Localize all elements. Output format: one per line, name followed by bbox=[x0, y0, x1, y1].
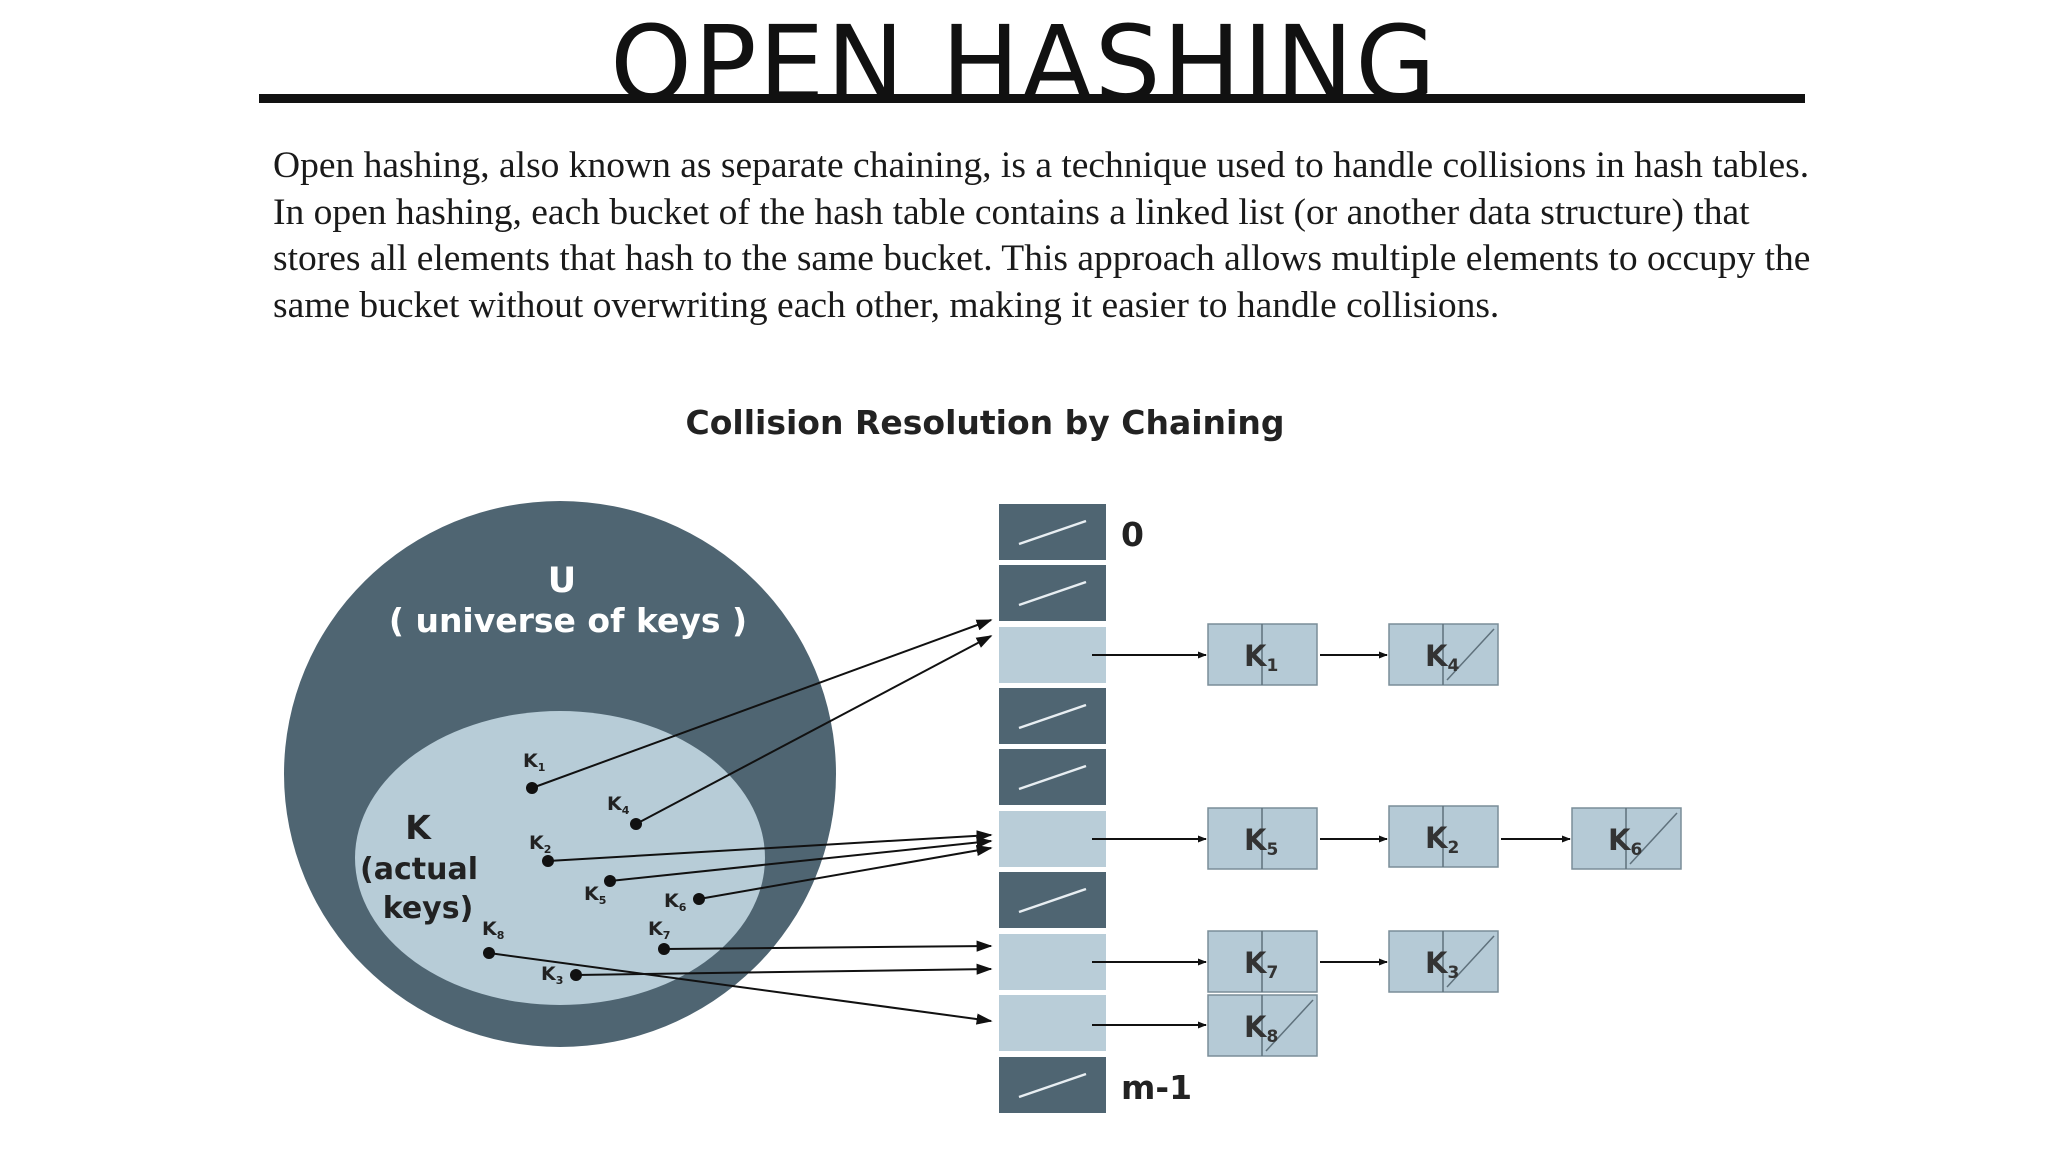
actual-keys-label: K bbox=[405, 808, 432, 847]
node-k6-label: K6 bbox=[1608, 823, 1642, 860]
node-k3-null-mark bbox=[1446, 935, 1495, 988]
arrow-k8-to-slot bbox=[488, 952, 993, 1025]
key-label-k4: K4 bbox=[607, 793, 630, 817]
arrow-k2-to-slot bbox=[547, 830, 993, 862]
node-k8-null-mark bbox=[1265, 999, 1314, 1052]
arrow-k4-to-slot bbox=[635, 635, 993, 825]
slot-1-null-mark bbox=[1018, 580, 1087, 607]
node-k6-null-mark bbox=[1629, 812, 1678, 865]
key-label-k7: K7 bbox=[648, 918, 670, 942]
title-underline bbox=[259, 94, 1805, 103]
key-label-k5: K5 bbox=[584, 883, 606, 907]
key-label-k3: K3 bbox=[541, 963, 563, 987]
slot-6-null-mark bbox=[1018, 887, 1087, 914]
actual-keys-caption-line2: keys) bbox=[383, 891, 474, 926]
node-k5-label: K5 bbox=[1244, 823, 1278, 860]
slot-8 bbox=[999, 995, 1106, 1051]
key-label-k6: K6 bbox=[664, 890, 687, 914]
slot-0-null-mark bbox=[1018, 519, 1087, 546]
node-k2-label: K2 bbox=[1425, 821, 1459, 858]
slide-title: OPEN HASHING bbox=[610, 3, 1438, 125]
slot-5 bbox=[999, 811, 1106, 867]
arrow-k5-to-slot bbox=[609, 836, 993, 882]
diagram-title: Collision Resolution by Chaining bbox=[686, 403, 1285, 442]
arrow-k7-to-slot bbox=[663, 940, 993, 952]
arrow-k1-to-slot bbox=[531, 619, 993, 789]
slot-7 bbox=[999, 934, 1106, 990]
node-k8-label: K8 bbox=[1244, 1010, 1278, 1047]
slot-3-null-mark bbox=[1018, 703, 1087, 730]
key-label-k2: K2 bbox=[529, 832, 551, 856]
key-label-k8: K8 bbox=[482, 918, 504, 942]
slot-2 bbox=[999, 627, 1106, 683]
arrow-k6-to-slot bbox=[698, 844, 993, 900]
table-index-first: 0 bbox=[1121, 515, 1144, 554]
slot-4-null-mark bbox=[1018, 764, 1087, 791]
actual-keys-caption-line1: (actual bbox=[360, 852, 478, 887]
universe-caption: ( universe of keys ) bbox=[389, 601, 747, 640]
node-k4-label: K4 bbox=[1425, 639, 1459, 676]
node-k1-label: K1 bbox=[1244, 639, 1278, 676]
node-k7-label: K7 bbox=[1244, 946, 1278, 983]
node-k4-null-mark bbox=[1446, 628, 1495, 681]
body-paragraph: Open hashing, also known as separate cha… bbox=[273, 145, 1811, 326]
table-index-last: m-1 bbox=[1121, 1068, 1192, 1107]
universe-label: U bbox=[548, 561, 576, 601]
key-label-k1: K1 bbox=[523, 750, 545, 774]
slot-9-null-mark bbox=[1018, 1072, 1087, 1099]
actual-keys-ellipse bbox=[355, 711, 765, 1005]
node-k3-label: K3 bbox=[1425, 946, 1459, 983]
